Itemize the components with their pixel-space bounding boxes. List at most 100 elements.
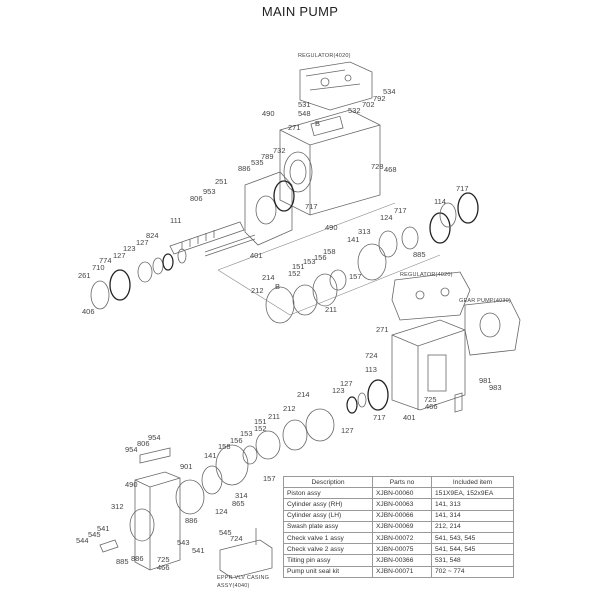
o-ring-710	[109, 269, 131, 301]
callout: 156	[230, 436, 243, 445]
callout: 271	[376, 325, 389, 334]
callout: 545	[219, 528, 232, 537]
table-row: Swash plate assy XJBN-00069 212, 214	[283, 520, 514, 533]
callout: 157	[263, 474, 276, 483]
callout: 717	[456, 184, 469, 193]
cell-parts-no: XJBN-00075	[372, 543, 432, 556]
cell-description: Tilting pin assy	[283, 554, 373, 567]
callout: 545	[88, 530, 101, 539]
shaft-111	[169, 221, 245, 255]
plate-314	[201, 465, 223, 495]
table-row: Check valve 2 assy XJBN-00075 541, 544, …	[283, 543, 514, 556]
label-eppr-line2: ASSY(4040)	[217, 583, 250, 589]
table-header-row: Description Parts no Included item	[283, 475, 514, 489]
label-regulator-top: REGULATOR(4020)	[298, 53, 351, 59]
eppr-valve-casing	[219, 528, 273, 579]
cell-included-item: 531, 548	[431, 554, 514, 567]
cell-included-item: 541, 544, 545	[431, 543, 514, 556]
cell-included-item: 541, 543, 545	[431, 531, 514, 545]
bearing-127	[152, 257, 164, 275]
callout: 127	[136, 238, 149, 247]
cell-included-item: 141, 313	[431, 498, 514, 511]
cell-parts-no: XJBN-00063	[372, 498, 432, 511]
table-row: Cylinder assy (RH) XJBN-00063 141, 313	[283, 498, 514, 511]
callout: 954	[148, 433, 161, 442]
callout: 953	[203, 187, 216, 196]
bolt-401	[204, 234, 256, 257]
callout: 534	[383, 87, 396, 96]
callout: 211	[268, 412, 280, 421]
cylinder-141	[357, 243, 387, 281]
plate-153	[312, 273, 338, 307]
callout: 314	[235, 491, 248, 500]
cell-description: Cylinder assy (LH)	[283, 509, 373, 522]
bearing-124-lower	[175, 479, 205, 515]
callout: 541	[97, 524, 110, 533]
callout: 702	[362, 100, 375, 109]
callout: 123	[332, 386, 345, 395]
callout: 212	[283, 404, 296, 413]
cell-description: Piston assy	[283, 487, 373, 500]
callout: 824	[146, 231, 159, 240]
callout: 983	[489, 383, 502, 392]
callout: 725	[157, 555, 170, 564]
cell-description: Pump unit seal kit	[283, 565, 373, 578]
callout: B	[275, 282, 281, 291]
plug-544	[99, 539, 119, 553]
o-ring-717	[273, 180, 295, 212]
bracket-954	[139, 447, 171, 464]
plate-313	[378, 230, 398, 258]
callout: 490	[325, 223, 338, 232]
plate-211-lower	[282, 419, 308, 451]
regulator-top-part	[299, 61, 373, 111]
plate-981	[454, 392, 463, 413]
callout: 466	[157, 563, 170, 572]
table-row: Pump unit seal kit XJBN-00071 702 ~ 774	[283, 565, 514, 578]
callout: 954	[125, 445, 138, 454]
callout: 732	[273, 146, 286, 155]
callout: 806	[190, 194, 203, 203]
callout: 261	[78, 271, 91, 280]
callout: 886	[185, 516, 198, 525]
callout: 211	[325, 305, 337, 314]
callout: 212	[251, 286, 264, 295]
label-eppr-line1: EPPR VLV CASING	[217, 575, 270, 581]
callout: 151	[254, 417, 267, 426]
cell-parts-no: XJBN-00069	[372, 520, 432, 533]
callout: 401	[250, 251, 263, 260]
callout: 724	[230, 534, 243, 543]
cell-parts-no: XJBN-00072	[372, 531, 432, 545]
table-row: Piston assy XJBN-00060 151X9EA, 152x9EA	[283, 487, 514, 500]
callout: 141	[347, 235, 360, 244]
cell-parts-no: XJBN-00066	[372, 509, 432, 522]
callout: 251	[215, 177, 228, 186]
callout: 214	[297, 390, 310, 399]
swash-212	[265, 286, 295, 324]
gear-pump-part	[464, 299, 521, 356]
table-row: Cylinder assy (LH) XJBN-00066 141, 314	[283, 509, 514, 522]
callout: 127	[113, 251, 126, 260]
callout: 728	[371, 162, 384, 171]
callout: 531	[298, 100, 311, 109]
diagram-title: MAIN PUMP	[261, 4, 339, 19]
callout: 313	[358, 227, 371, 236]
callout: 466	[425, 402, 438, 411]
o-ring-717c	[457, 192, 479, 224]
parts-table: Description Parts no Included item Pisto…	[283, 475, 514, 578]
header-parts-no: Parts no	[372, 475, 432, 489]
plate-153-lower	[255, 430, 281, 460]
pump-casing-lower	[391, 319, 466, 411]
cell-parts-no: XJBN-00071	[372, 565, 432, 578]
cover-261	[90, 280, 110, 310]
callout: 111	[170, 216, 182, 225]
callout: 490	[125, 480, 138, 489]
cell-description: Cylinder assy (RH)	[283, 498, 373, 511]
callout: 401	[403, 413, 416, 422]
label-regulator-mid: REGULATOR(4020)	[400, 272, 453, 278]
cell-parts-no: XJBN-00060	[372, 487, 432, 500]
callout: 789	[261, 152, 274, 161]
valve-block-251	[244, 171, 293, 246]
cell-included-item: 151X9EA, 152x9EA	[431, 487, 514, 500]
callout: 885	[116, 557, 129, 566]
